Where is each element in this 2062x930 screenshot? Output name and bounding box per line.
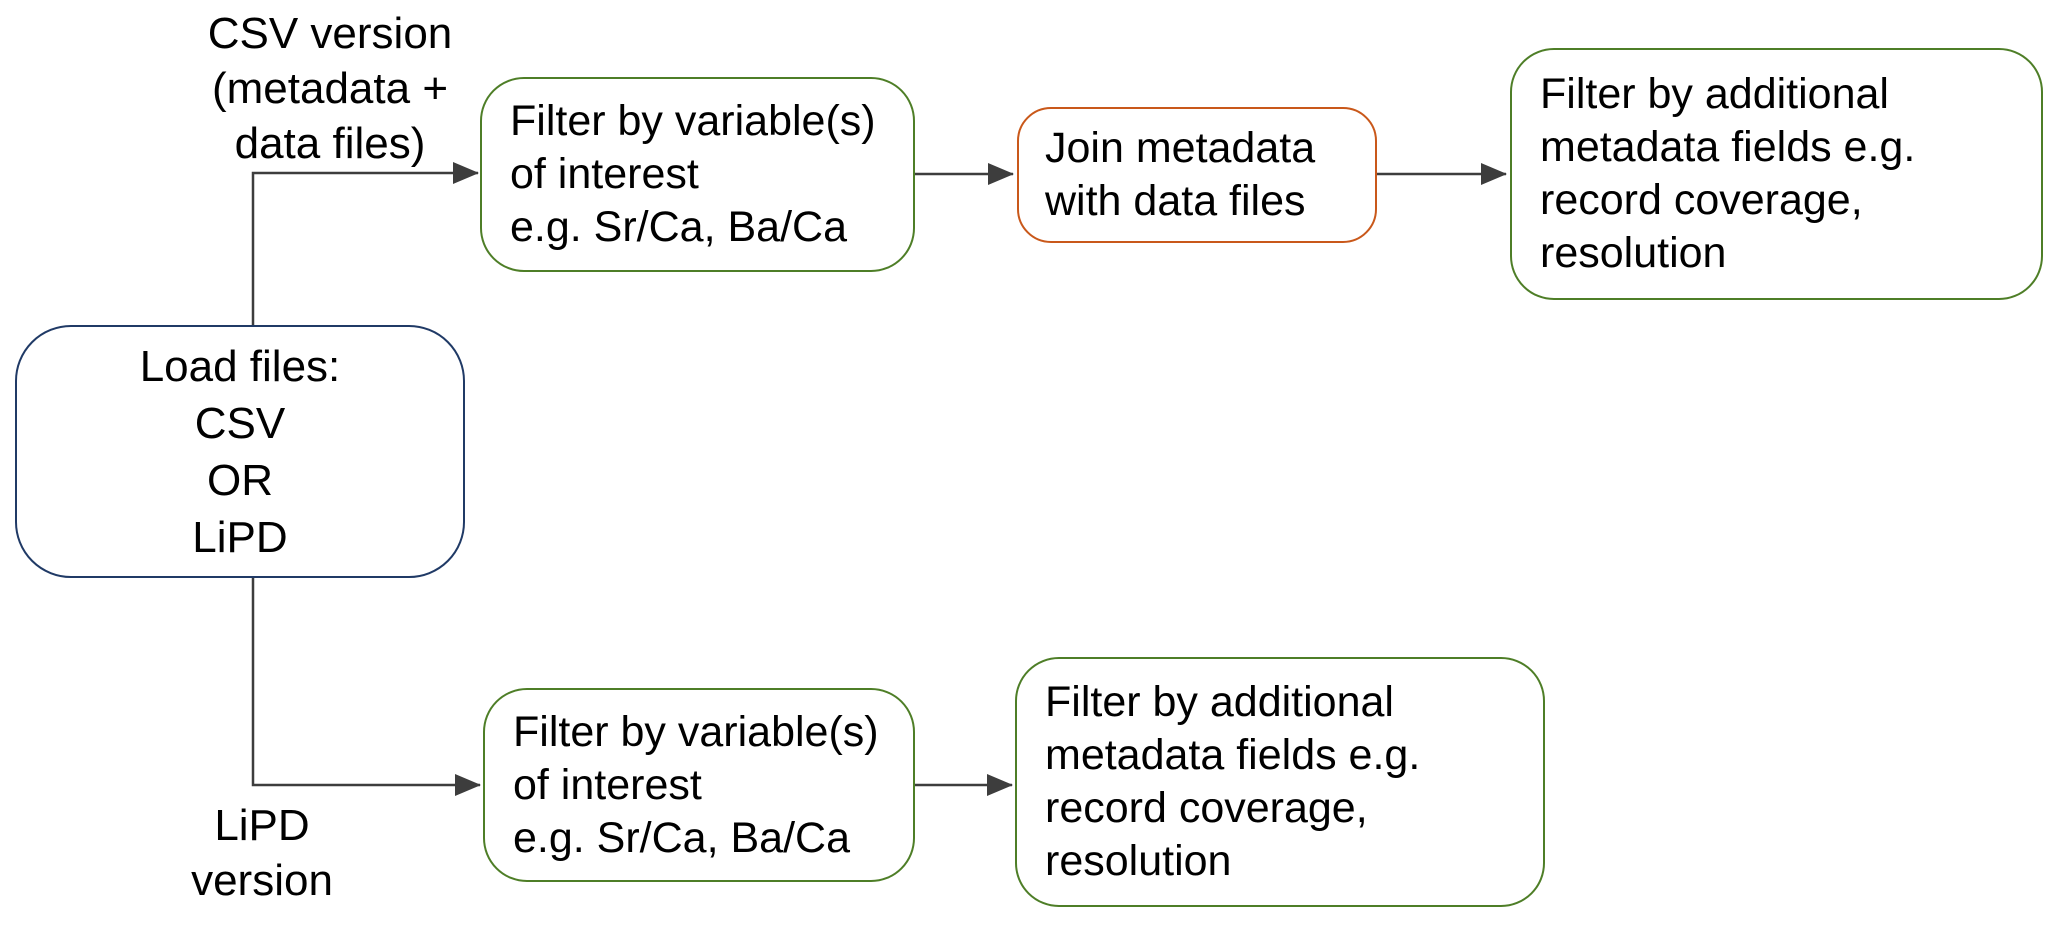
csv-version-branch-label: CSV version (metadata + data files) — [207, 9, 453, 168]
filter-variables-top-node: Filter by variable(s) of interest e.g. S… — [480, 77, 915, 272]
filter-metadata-bottom-node: Filter by additional metadata fields e.g… — [1015, 657, 1545, 907]
filter-metadata-top-node: Filter by additional metadata fields e.g… — [1510, 48, 2043, 300]
lipd-version-branch-label: LiPD version — [191, 801, 333, 905]
join-metadata-node: Join metadata with data files — [1017, 107, 1377, 243]
filter-variables-bottom-node: Filter by variable(s) of interest e.g. S… — [483, 688, 915, 882]
connector-load-to-filter-vars-top — [251, 162, 479, 327]
connector-load-to-filter-vars-bottom — [251, 578, 481, 796]
load-files-node: Load files: CSV OR LiPD — [15, 325, 465, 578]
